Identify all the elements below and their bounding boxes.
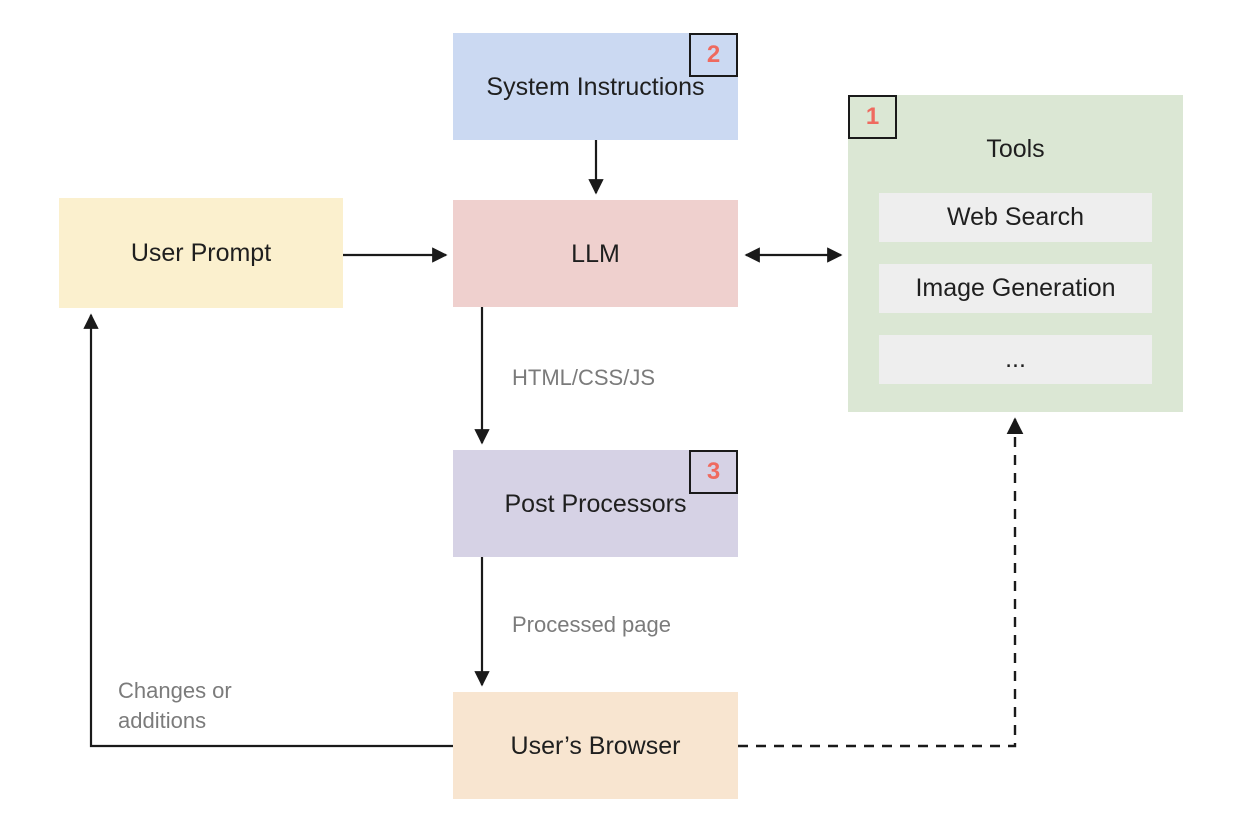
edge-browser-to-tools-dashed [738, 417, 1024, 748]
node-user-prompt[interactable]: User Prompt [59, 198, 343, 308]
badge-step-1: 1 [848, 95, 897, 139]
node-user-prompt-label: User Prompt [130, 239, 272, 267]
edge-label-html-css-js: HTML/CSS/JS [512, 365, 656, 390]
tool-item-image-generation[interactable]: Image Generation [879, 264, 1152, 313]
node-post-processors-label: Post Processors [504, 489, 687, 518]
node-llm[interactable]: LLM [453, 200, 738, 307]
badge-step-3: 3 [689, 450, 738, 494]
node-users-browser[interactable]: User’s Browser [453, 692, 738, 799]
tool-item-web-search[interactable]: Web Search [879, 193, 1152, 242]
node-system-instructions-label: System Instructions [486, 72, 705, 101]
edge-label-processed-page: Processed page [512, 612, 671, 637]
badge-step-2: 2 [689, 33, 738, 77]
tool-item-more[interactable]: ... [879, 335, 1152, 384]
node-post-processors[interactable]: Post Processors [453, 450, 738, 557]
tools-group-title: Tools [986, 135, 1045, 163]
node-llm-label: LLM [571, 239, 620, 268]
tools-group: Tools Web Search Image Generation ... [848, 95, 1183, 412]
edge-label-changes-or-additions: Changes or additions [118, 678, 232, 733]
node-users-browser-label: User’s Browser [510, 731, 681, 760]
